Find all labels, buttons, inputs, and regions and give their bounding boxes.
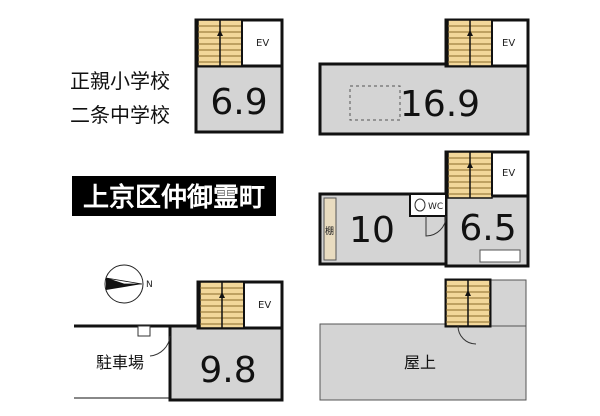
unit-16-9: EV 16.9 bbox=[318, 18, 530, 136]
wc-label: WC bbox=[428, 202, 443, 212]
area-label: 10 bbox=[349, 210, 395, 251]
roof: 屋上 bbox=[319, 278, 527, 401]
door-swing bbox=[457, 325, 477, 345]
stairs-icon bbox=[199, 281, 245, 329]
unit-6-5: EV 6.5 bbox=[444, 150, 530, 268]
school-name-1: 正親小学校 bbox=[70, 69, 170, 93]
stairs-icon bbox=[447, 151, 493, 199]
stairs-icon bbox=[445, 279, 491, 327]
school-name-2: 二条中学校 bbox=[70, 103, 170, 127]
area-label: 16.9 bbox=[400, 84, 480, 125]
unit-9-8: 駐車場 EV 9.8 bbox=[74, 280, 284, 402]
elevator-label: EV bbox=[256, 38, 269, 49]
door-swing bbox=[425, 215, 447, 237]
toilet-icon bbox=[414, 198, 426, 212]
door-swing bbox=[149, 335, 171, 357]
shelf-label: 棚 bbox=[325, 225, 334, 237]
meter-box bbox=[137, 325, 151, 337]
parking-label: 駐車場 bbox=[96, 353, 144, 372]
location-banner: 上京区仲御霊町 bbox=[72, 176, 276, 216]
skylight-outline bbox=[349, 85, 401, 121]
elevator-label: EV bbox=[502, 38, 515, 49]
stairs-icon bbox=[447, 19, 493, 67]
elevator-label: EV bbox=[502, 168, 515, 179]
shelf bbox=[323, 197, 337, 261]
stairs-icon bbox=[197, 19, 243, 67]
location-name: 上京区仲御霊町 bbox=[83, 182, 265, 213]
unit-6-9: EV 6.9 bbox=[194, 18, 284, 134]
area-label: 9.8 bbox=[199, 350, 256, 391]
roof-label: 屋上 bbox=[404, 353, 436, 372]
area-label: 6.9 bbox=[210, 82, 267, 123]
area-label: 6.5 bbox=[459, 208, 516, 249]
kitchen-counter bbox=[479, 249, 521, 263]
unit-10: 棚 WC 10 bbox=[318, 192, 448, 266]
elevator-label: EV bbox=[258, 300, 271, 311]
compass-north-label: N bbox=[146, 280, 153, 290]
compass-icon: N bbox=[104, 264, 153, 304]
